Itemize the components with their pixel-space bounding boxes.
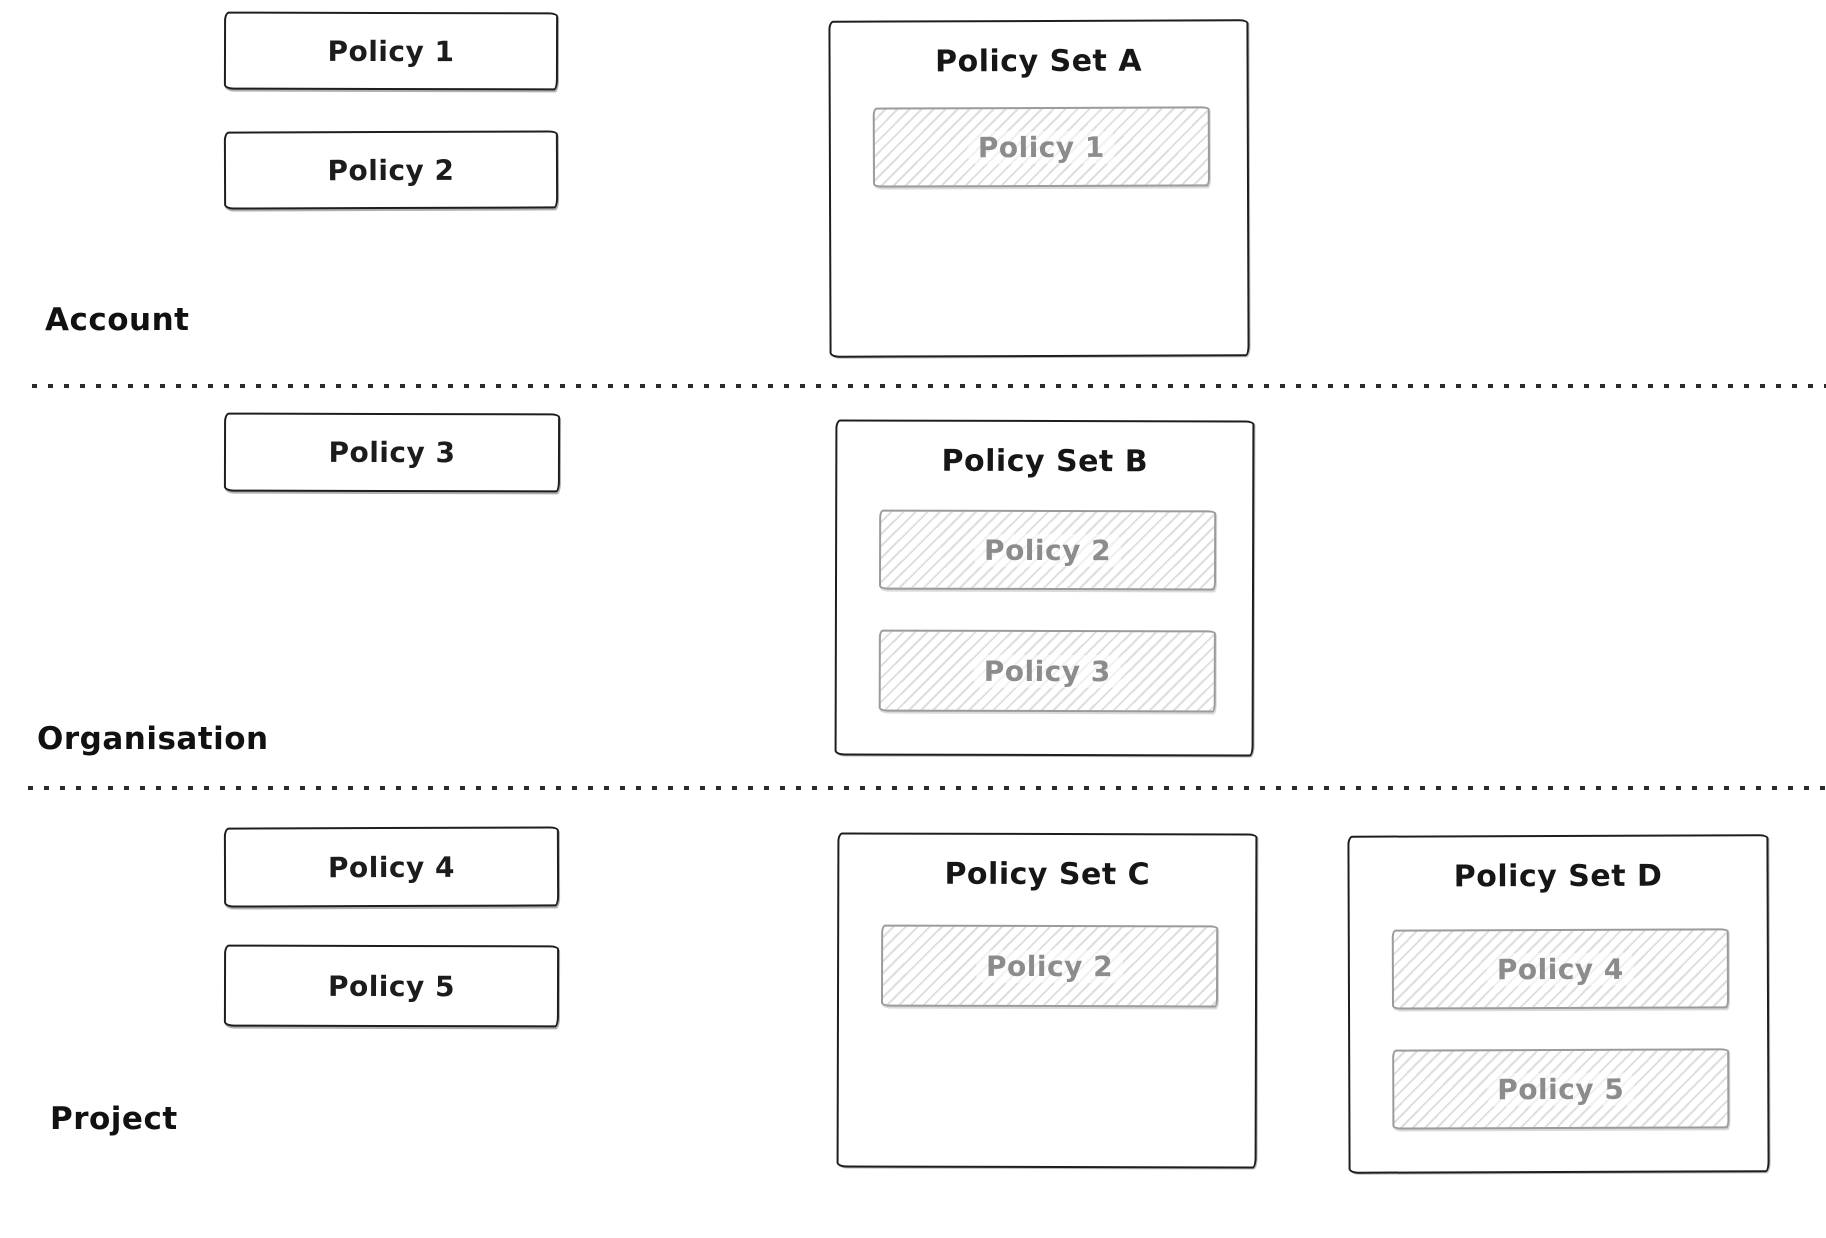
policy-box-label: Policy 3 [328,435,456,470]
section-label-project: Project [50,1101,178,1137]
policy-set-title: Policy Set C [944,856,1151,893]
policy-set-c: Policy Set C Policy 2 [836,832,1258,1169]
policy-box-label: Policy 1 [327,34,455,68]
member-label: Policy 2 [974,533,1122,567]
member-label: Policy 3 [973,654,1121,688]
policy-set-title: Policy Set A [935,43,1143,80]
policy-box-policy-4: Policy 4 [223,826,560,908]
policy-set-title: Policy Set D [1453,858,1663,895]
policy-box-policy-2: Policy 2 [223,130,559,210]
member-label: Policy 2 [976,949,1124,983]
policy-box-label: Policy 2 [327,153,455,187]
policy-set-d-member-policy-5: Policy 5 [1392,1048,1730,1130]
policy-set-d-member-policy-4: Policy 4 [1391,928,1730,1010]
policy-set-title: Policy Set B [941,443,1149,480]
member-label: Policy 5 [1487,1072,1635,1106]
policy-set-c-member-policy-2: Policy 2 [880,924,1219,1008]
policy-set-b-member-policy-2: Policy 2 [878,509,1217,591]
section-label-organisation: Organisation [37,721,269,757]
policy-set-b-member-policy-3: Policy 3 [878,629,1216,713]
policy-box-policy-1: Policy 1 [223,11,559,91]
policy-set-d: Policy Set D Policy 4 Policy 5 [1347,834,1770,1174]
policy-set-a: Policy Set A Policy 1 [828,19,1250,358]
policy-box-label: Policy 4 [327,850,456,884]
member-label: Policy 4 [1486,952,1634,986]
section-divider-organisation-project [28,786,1826,790]
policy-set-b: Policy Set B Policy 2 Policy 3 [834,419,1255,757]
section-divider-account-organisation [32,384,1826,388]
member-label: Policy 1 [967,130,1115,164]
policy-box-label: Policy 5 [327,969,456,1003]
policy-set-a-member-policy-1: Policy 1 [872,106,1210,188]
policy-box-policy-5: Policy 5 [223,944,560,1028]
section-label-account: Account [45,302,190,338]
policy-box-policy-3: Policy 3 [223,412,561,493]
